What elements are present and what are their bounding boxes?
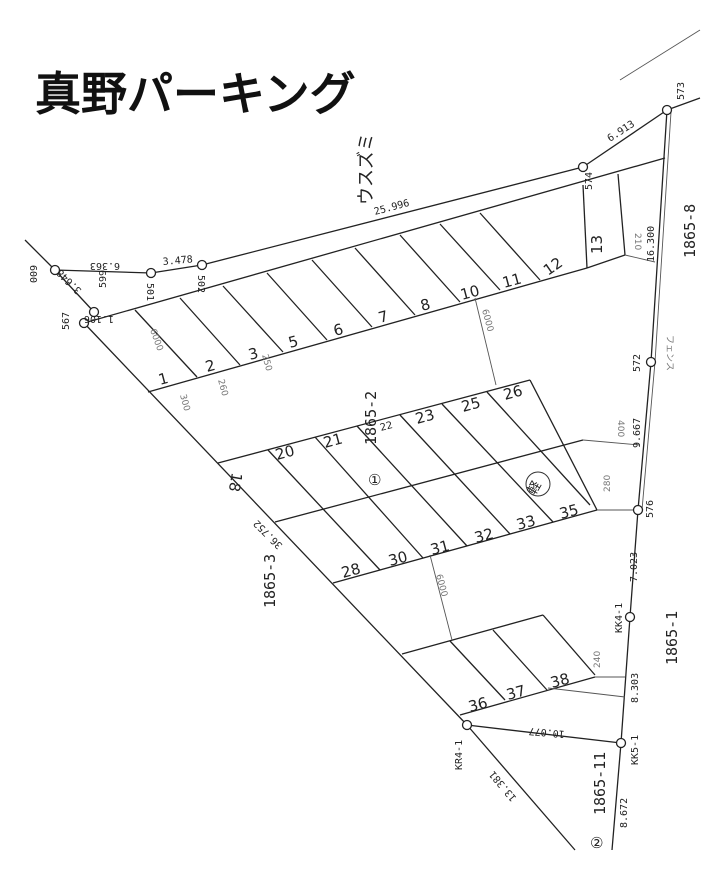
parcel-1865-8: 1865-8 (681, 204, 699, 258)
survey-point-599 (88, 306, 100, 318)
survey-point-502 (196, 259, 208, 271)
label-567: 567 (61, 312, 72, 330)
stall-numbers: 1 2 3 5 6 7 8 10 11 12 13 18 20 21 22 23… (156, 235, 606, 716)
distance-36752: 36.752 (252, 517, 285, 550)
stall-number: 2 (203, 356, 217, 376)
stall-number: 35 (557, 501, 580, 523)
survey-point-501 (145, 267, 157, 279)
width-250: 250 (259, 353, 273, 372)
parcel-1865-1: 1865-1 (663, 611, 681, 665)
width-210: 210 (632, 233, 642, 250)
distance-9667: 9.667 (632, 418, 643, 448)
stall-number: 8 (418, 295, 432, 315)
aisle-width: 6000 (433, 573, 449, 598)
width-300: 300 (177, 393, 191, 412)
stall-number: 37 (504, 682, 527, 704)
area-marker-1: ① (368, 471, 381, 489)
survey-point-600 (49, 264, 61, 276)
stall-number: 21 (321, 430, 344, 452)
survey-point-573 (661, 104, 673, 116)
stall-number: 10 (458, 282, 481, 304)
area-marker-2: ② (590, 834, 603, 852)
distance-25996: 25.996 (373, 198, 411, 218)
distance-10077: 10.077 (528, 725, 565, 739)
stall-number: 26 (501, 382, 524, 404)
stall-number: 7 (376, 307, 390, 327)
label-600: 600 (27, 265, 38, 283)
label-573: 573 (676, 82, 687, 100)
survey-point-kk5-1 (615, 737, 627, 749)
survey-point-572 (645, 356, 657, 368)
aisle-width: 6000 (147, 328, 164, 353)
survey-points (49, 104, 673, 749)
distance-3478: 3.478 (162, 254, 193, 268)
parcel-1865-3: 1865-3 (261, 554, 279, 608)
distance-16300: 16.300 (646, 226, 657, 262)
lower-stall-block (401, 614, 626, 716)
survey-point-567 (78, 317, 90, 329)
upper-stall-row (83, 157, 666, 393)
width-260: 260 (215, 378, 229, 397)
stall-number: 3 (246, 344, 260, 364)
label-574: 574 (584, 172, 595, 190)
stall-number: 32 (472, 525, 495, 547)
label-502: 502 (195, 275, 206, 293)
width-240: 240 (593, 651, 603, 668)
stall-number: 20 (273, 442, 296, 464)
parcel-1865-2: 1865-2 (362, 391, 380, 445)
survey-point-574 (577, 161, 589, 173)
parcel-labels: 1865-2 1865-3 1865-8 1865-1 1865-11 ① ② … (261, 204, 699, 852)
distance-8672: 8.672 (619, 798, 630, 828)
width-400: 400 (615, 420, 625, 437)
label-576: 576 (645, 500, 656, 518)
label-572: 572 (632, 354, 643, 372)
distance-8303: 8.303 (630, 673, 641, 703)
stall-number: 30 (386, 548, 409, 570)
kei-car-marker: 軽 (525, 479, 544, 498)
point-labels: 600 501 502 599 567 574 573 572 576 KK4-… (27, 82, 687, 770)
dimension-lines (429, 254, 656, 641)
label-kr4-1: KR4-1 (454, 740, 465, 770)
title: 真野パーキング (35, 67, 356, 121)
stall-number: 6 (331, 320, 345, 340)
stall-number: 1 (156, 369, 170, 389)
survey-point-kr4-1 (461, 719, 473, 731)
survey-point-kk4-1 (624, 611, 636, 623)
distance-1106: 1.106 (84, 313, 114, 324)
stall-number: 22 (379, 420, 394, 434)
stall-number: 25 (459, 394, 482, 416)
distance-13381: 13.381 (488, 768, 520, 803)
distance-6363: 6.363 (90, 260, 120, 271)
stall-number: 23 (413, 406, 436, 428)
stall-number: 31 (428, 537, 451, 559)
label-501: 501 (144, 283, 155, 301)
label-599: 599 (98, 270, 109, 288)
label-kk4-1: KK4-1 (614, 603, 625, 633)
stall-number: 38 (548, 670, 571, 692)
stall-number: 5 (286, 332, 300, 352)
survey-point-576 (632, 504, 644, 516)
dimension-annotations: 6000 6000 6000 400 300 260 250 210 280 2… (147, 233, 674, 668)
label-kk5-1: KK5-1 (630, 735, 641, 765)
parcel-1865-11: 1865-11 (591, 752, 609, 815)
adjacent-owner-label: ウスズミ (356, 133, 377, 205)
stall-number: 11 (500, 270, 523, 292)
stall-number: 28 (339, 560, 362, 582)
boundary-lines (24, 29, 701, 851)
stall-number: 18 (225, 471, 246, 493)
distance-7023: 7.023 (629, 552, 640, 582)
stall-number: 33 (514, 512, 537, 534)
kei-car-circle (525, 471, 551, 497)
width-280: 280 (603, 475, 613, 492)
middle-stall-block (217, 379, 638, 584)
stall-number: 13 (588, 235, 606, 254)
fence-label: フェンス (664, 335, 674, 371)
aisle-width: 6000 (479, 308, 495, 333)
stall-number: 36 (466, 694, 489, 716)
